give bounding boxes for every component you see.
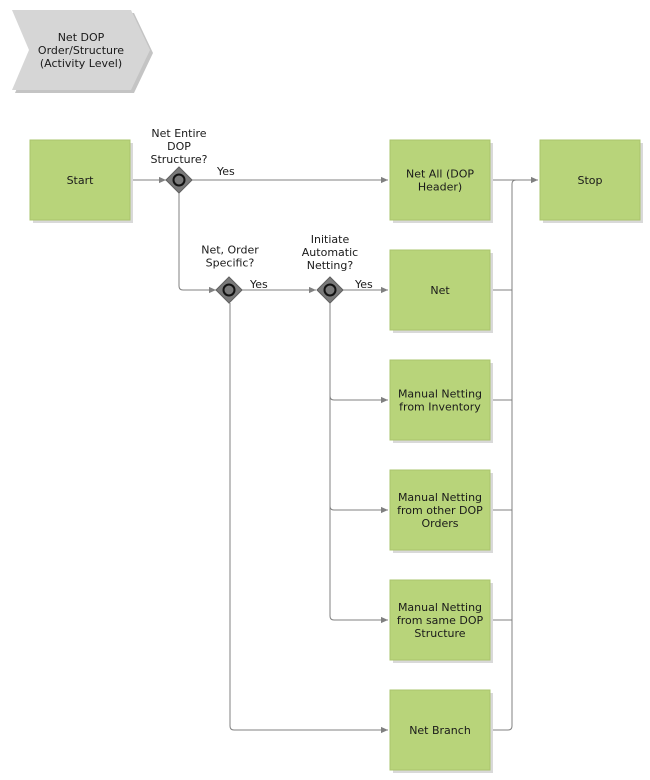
task-start[interactable]: Start <box>29 139 133 223</box>
edge-gw3-to-manual-other <box>329 396 388 514</box>
gateway-circle-icon <box>222 283 236 297</box>
task-net-branch-label: Net Branch <box>409 724 471 737</box>
edge-gw1-to-gw2 <box>178 193 216 294</box>
edge-label-yes-auto: Yes <box>354 278 373 291</box>
task-net[interactable]: Net <box>389 249 493 333</box>
task-stop[interactable]: Stop <box>539 139 643 223</box>
gateway-circle-icon <box>172 173 186 187</box>
task-stop-label: Stop <box>577 174 602 187</box>
edge-gw3-to-manual-inventory <box>329 303 388 404</box>
task-net-label: Net <box>430 284 450 297</box>
edge-merge-to-stop <box>490 179 524 731</box>
edge-gw2-to-net-branch <box>229 303 388 734</box>
edge-label-yes-entire: Yes <box>216 165 235 178</box>
task-net-branch[interactable]: Net Branch <box>389 689 493 773</box>
connectors <box>130 176 538 734</box>
edge-gw3-to-manual-same <box>329 506 388 624</box>
task-start-label: Start <box>67 174 95 187</box>
edge-label-yes-order: Yes <box>249 278 268 291</box>
gateway-circle-icon <box>323 283 337 297</box>
